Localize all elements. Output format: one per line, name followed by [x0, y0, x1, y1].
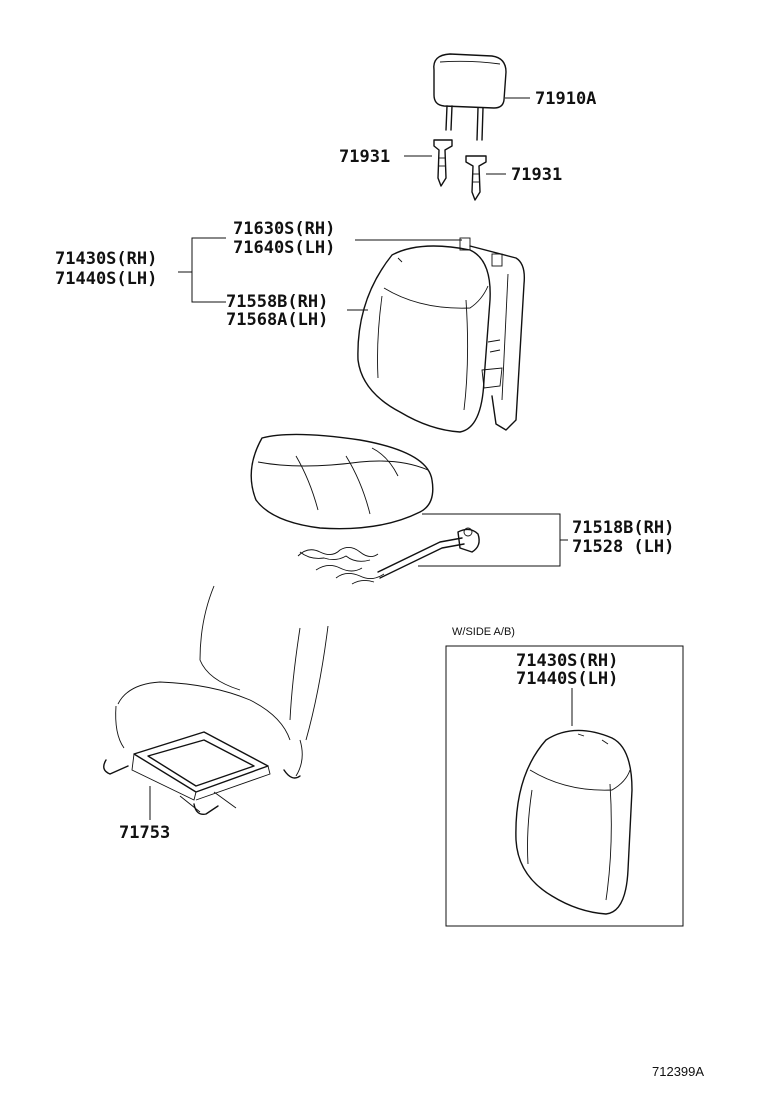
bracket-seat-assy	[178, 237, 226, 303]
label-back-cover-rh: 71630S(RH)	[233, 219, 335, 239]
seat-back-part[interactable]	[357, 237, 526, 433]
label-back-cover-lh: 71640S(LH)	[233, 238, 335, 258]
label-back-pad-rh: 71558B(RH)	[226, 292, 328, 312]
cushion-wire-part[interactable]	[297, 527, 480, 585]
seat-cushion-part[interactable]	[250, 433, 434, 530]
label-guide-right: 71931	[511, 165, 562, 185]
label-seat-lh: 71440S(LH)	[55, 269, 157, 289]
label-back-pad-lh: 71568A(LH)	[226, 310, 328, 330]
label-inset-lh: 71440S(LH)	[516, 669, 618, 689]
label-guide-left: 71931	[339, 147, 390, 167]
label-seat-rh: 71430S(RH)	[55, 249, 157, 269]
label-cushion-rh: 71518B(RH)	[572, 518, 674, 538]
bracket-cushion	[418, 513, 568, 567]
illustration-id: 712399A	[652, 1064, 704, 1079]
label-inset-rh: 71430S(RH)	[516, 651, 618, 671]
label-cushion-lh: 71528 (LH)	[572, 537, 674, 557]
inset-title: W/SIDE A/B)	[452, 626, 515, 638]
inset-seat-back-part[interactable]	[515, 729, 633, 915]
label-track: 71753	[119, 823, 170, 843]
headrest-part[interactable]	[433, 53, 507, 141]
seat-track-part[interactable]	[103, 585, 329, 815]
headrest-guide-right[interactable]	[465, 155, 487, 201]
inset-box	[445, 645, 684, 927]
label-headrest: 71910A	[535, 89, 596, 109]
headrest-guide-left[interactable]	[433, 139, 453, 187]
